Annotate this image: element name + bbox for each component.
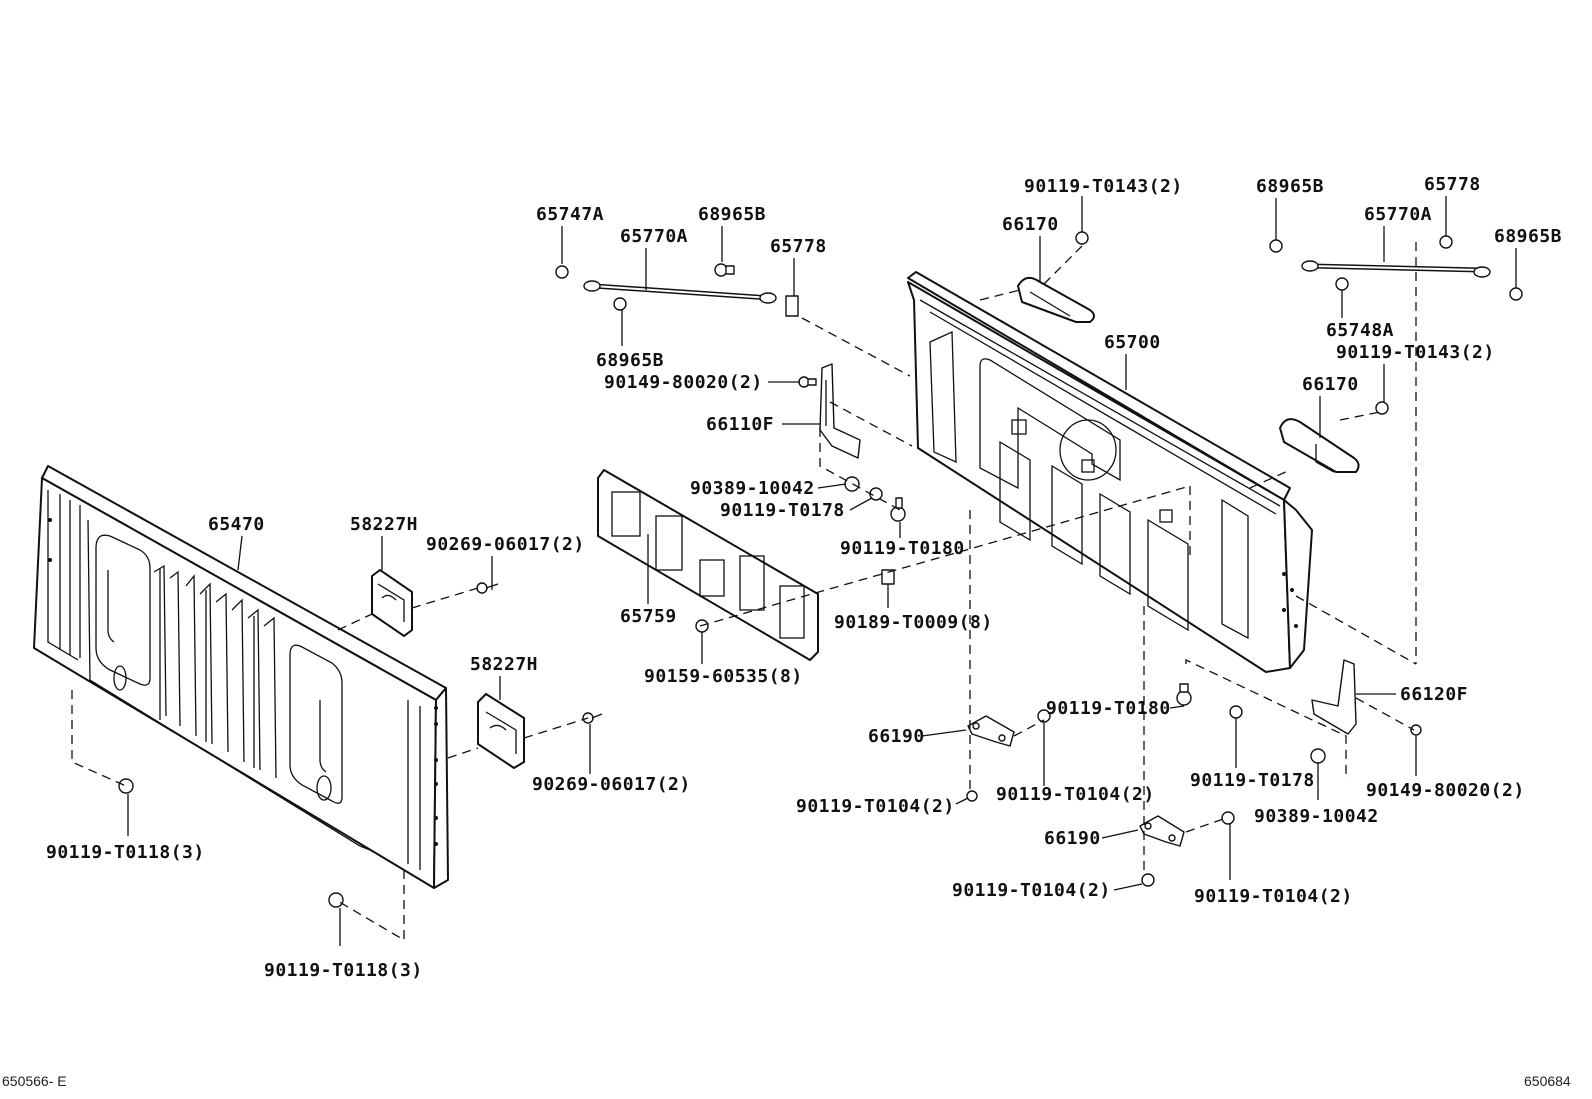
label-68965B-top-right: 68965B	[1256, 176, 1324, 197]
plate-58227H-lower	[477, 693, 525, 769]
plate-58227H-upper	[371, 569, 413, 637]
label-58227H-lower: 58227H	[470, 654, 538, 675]
label-90269-06017-lower: 90269-06017(2)	[532, 774, 691, 795]
label-68965B-bottom-left: 68965B	[596, 350, 664, 371]
label-68965B-far-right: 68965B	[1494, 226, 1562, 247]
label-65748A: 65748A	[1326, 320, 1394, 341]
label-90119-T0104-c: 90119-T0104(2)	[952, 880, 1111, 901]
label-66110F: 66110F	[706, 414, 774, 435]
label-65470: 65470	[208, 514, 265, 535]
label-65778-right: 65778	[1424, 174, 1481, 195]
label-90269-06017-upper: 90269-06017(2)	[426, 534, 585, 555]
hinge-66190-upper	[967, 715, 1015, 747]
label-90149-80020-left: 90149-80020(2)	[604, 372, 763, 393]
label-66190-upper: 66190	[868, 726, 925, 747]
label-90119-T0104-d: 90119-T0104(2)	[1194, 886, 1353, 907]
hinge-66190-lower	[1139, 815, 1185, 847]
part-labels: 65747A 65770A 68965B 65778 68965B 90149-…	[46, 174, 1562, 981]
inner-tailgate-panel	[907, 271, 1313, 673]
label-90119-T0104-b: 90119-T0104(2)	[796, 796, 955, 817]
label-58227H-upper: 58227H	[350, 514, 418, 535]
label-65759: 65759	[620, 606, 677, 627]
bracket-66120F	[1311, 659, 1357, 735]
label-90119-T0143-right: 90119-T0143(2)	[1336, 342, 1495, 363]
support-cable-right	[1301, 260, 1491, 278]
footer-code-left: 650566- E	[2, 1073, 67, 1089]
label-90119-T0104-a: 90119-T0104(2)	[996, 784, 1155, 805]
label-66170-right: 66170	[1302, 374, 1359, 395]
label-90119-T0180-left: 90119-T0180	[840, 538, 965, 559]
label-90149-80020-right: 90149-80020(2)	[1366, 780, 1525, 801]
bracket-66110F	[819, 363, 861, 459]
label-90119-T0178-left: 90119-T0178	[720, 500, 845, 521]
label-90119-T0143-top: 90119-T0143(2)	[1024, 176, 1183, 197]
handle-66170-right	[1279, 418, 1360, 473]
protector-65759	[597, 469, 819, 661]
label-65770A-left: 65770A	[620, 226, 688, 247]
label-66170-top: 66170	[1002, 214, 1059, 235]
label-90119-T0118-bottom: 90119-T0118(3)	[264, 960, 423, 981]
label-90119-T0178-right: 90119-T0178	[1190, 770, 1315, 791]
handle-66170-top	[1017, 276, 1095, 323]
label-65778-left: 65778	[770, 236, 827, 257]
assembly-lines	[71, 242, 1417, 942]
label-90119-T0180-right: 90119-T0180	[1046, 698, 1171, 719]
label-90119-T0118-left: 90119-T0118(3)	[46, 842, 205, 863]
label-65700: 65700	[1104, 332, 1161, 353]
panel-ribs	[153, 564, 277, 779]
label-66120F: 66120F	[1400, 684, 1468, 705]
label-65747A: 65747A	[536, 204, 604, 225]
leader-lines	[127, 196, 1517, 946]
label-90189-T0009: 90189-T0009(8)	[834, 612, 993, 633]
label-90159-60535: 90159-60535(8)	[644, 666, 803, 687]
label-90389-10042-left: 90389-10042	[690, 478, 815, 499]
label-65770A-right: 65770A	[1364, 204, 1432, 225]
outer-tailgate-panel	[33, 465, 449, 889]
label-90389-10042-right: 90389-10042	[1254, 806, 1379, 827]
support-cable-left	[583, 280, 777, 304]
label-68965B-top-left: 68965B	[698, 204, 766, 225]
footer-code-right: 650684	[1524, 1073, 1571, 1089]
label-66190-lower: 66190	[1044, 828, 1101, 849]
